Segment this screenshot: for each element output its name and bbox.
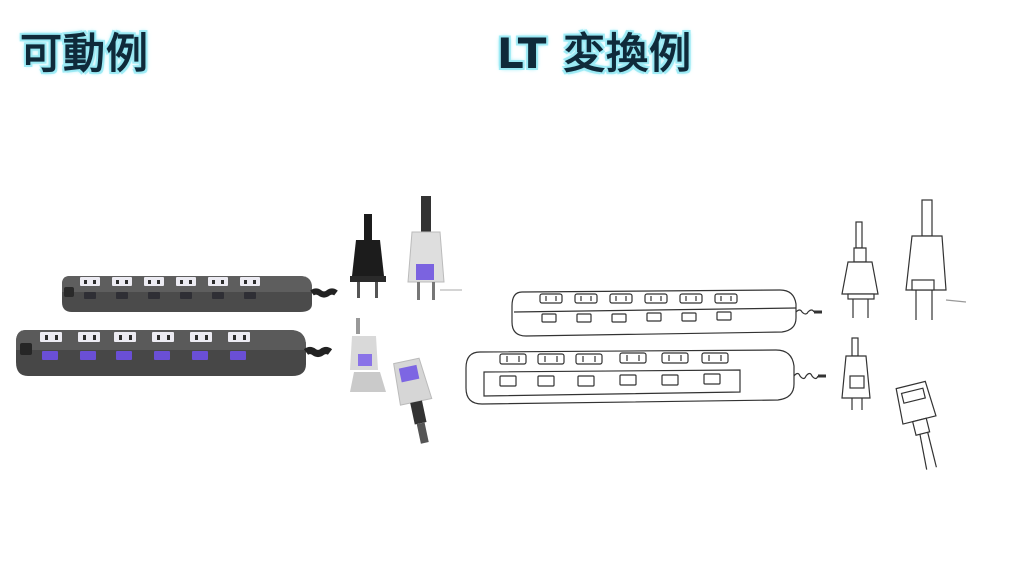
plug-rendered-small <box>350 318 386 392</box>
plug-rendered-white <box>407 196 462 300</box>
plug-lineart-d <box>895 380 937 470</box>
plug-lineart-a <box>841 221 879 318</box>
plug-lineart-c <box>841 337 871 410</box>
power-strip-lineart-bottom <box>465 349 826 405</box>
power-strip-rendered-top <box>62 276 338 312</box>
plug-rendered-tilted <box>393 357 433 444</box>
heading-lineart-example: LT 変換例 <box>497 29 693 78</box>
plug-lineart-b <box>905 199 967 320</box>
outlets-rendered-top <box>80 277 260 299</box>
power-strip-lineart-top <box>511 289 822 337</box>
plug-rendered-black <box>350 214 386 298</box>
heading-rendered-example: 可動例 <box>20 29 150 78</box>
outlets-rendered-bottom <box>40 332 250 360</box>
